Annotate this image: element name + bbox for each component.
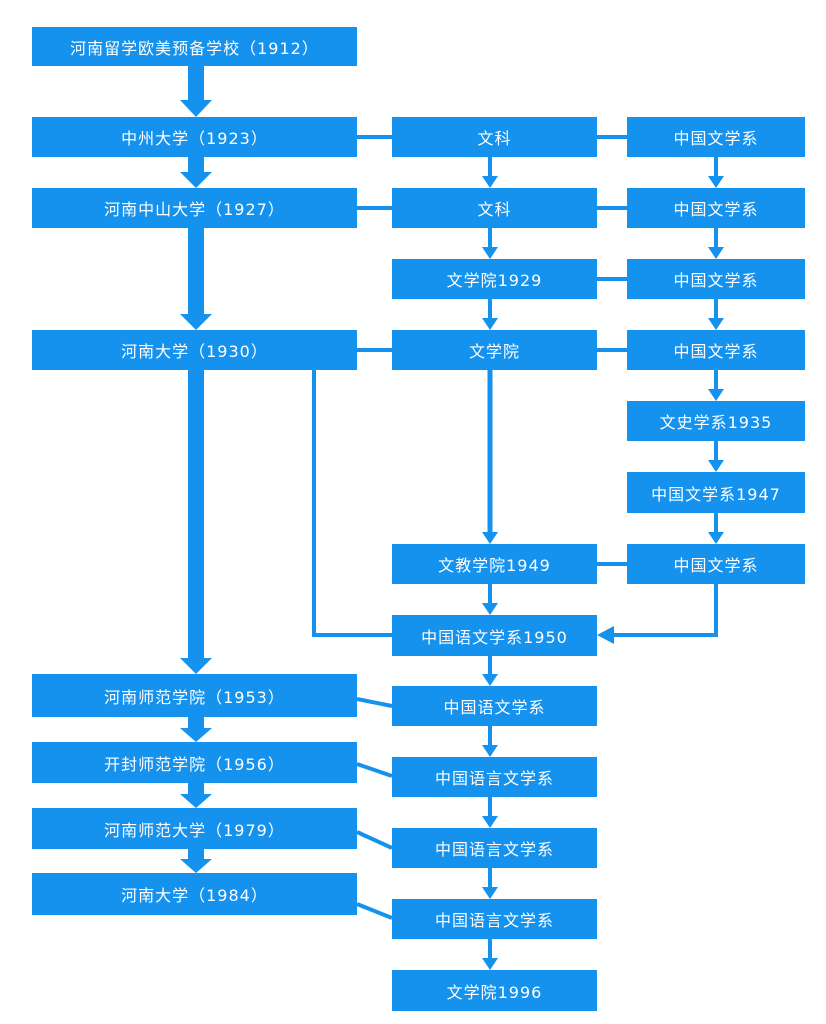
arrowhead-mid-9 [482,887,498,899]
node-1923: 中州大学（1923） [32,117,357,157]
node-1953: 河南师范学院（1953） [32,674,357,717]
node-right-zgwxx-1: 中国文学系 [627,117,805,157]
arrowhead-1923 [180,100,212,117]
arrowhead-mid-5 [482,603,498,615]
node-mid-wenke-2: 文科 [392,188,597,228]
arrowhead-mid-10 [482,958,498,970]
node-right-zgwxx-4: 中国文学系 [627,330,805,370]
arrowhead-1927 [180,172,212,188]
arrowhead-1950-right [597,626,614,644]
arrowhead-mid-8 [482,816,498,828]
node-mid-wenjiaoxueyuan-1949: 文教学院1949 [392,544,597,584]
link-1979-mid [356,830,393,850]
node-1927: 河南中山大学（1927） [32,188,357,228]
arrowhead-right-4 [708,389,724,401]
node-1930: 河南大学（1930） [32,330,357,370]
node-1912: 河南留学欧美预备学校（1912） [32,27,357,66]
node-1956: 开封师范学院（1956） [32,742,357,783]
node-mid-zgywxx: 中国语文学系 [392,686,597,726]
link-1953-mid [356,697,393,708]
arrowhead-right-2 [708,247,724,259]
arrowhead-mid-2 [482,247,498,259]
arrowhead-1956 [180,728,212,742]
arrowhead-1930 [180,314,212,330]
arrowhead-1953 [180,658,212,674]
node-mid-wenxueyuan-1929: 文学院1929 [392,259,597,299]
arrowhead-mid-6 [482,674,498,686]
node-right-zgwxx-3: 中国文学系 [627,259,805,299]
node-mid-zgyywxx-1: 中国语言文学系 [392,757,597,797]
node-mid-zgyywxx-3: 中国语言文学系 [392,899,597,939]
arrowhead-right-5 [708,460,724,472]
arrowhead-mid-1 [482,176,498,188]
link-right-to-1950 [612,584,718,637]
link-1984-mid [356,902,393,920]
node-mid-zgywxx-1950: 中国语文学系1950 [392,615,597,656]
node-mid-wenke-1: 文科 [392,117,597,157]
arrowhead-right-3 [708,318,724,330]
arrowhead-1984 [180,859,212,873]
node-1984: 河南大学（1984） [32,873,357,915]
node-mid-wenxueyuan: 文学院 [392,330,597,370]
arrowhead-mid-4 [482,532,498,544]
node-right-zgwxx-2: 中国文学系 [627,188,805,228]
node-mid-wenxueyuan-1996: 文学院1996 [392,970,597,1011]
node-mid-zgyywxx-2: 中国语言文学系 [392,828,597,868]
arrowhead-mid-7 [482,745,498,757]
arrowhead-1979 [180,794,212,808]
link-1930-to-1950 [312,370,392,637]
link-1956-mid [356,762,393,778]
node-1979: 河南师范大学（1979） [32,808,357,849]
node-right-wenshixuexi-1935: 文史学系1935 [627,401,805,441]
node-right-zgwxx-1947: 中国文学系1947 [627,472,805,513]
arrowhead-right-1 [708,176,724,188]
arrowhead-right-6 [708,532,724,544]
arrowhead-mid-3 [482,318,498,330]
node-right-zgwxx-5: 中国文学系 [627,544,805,584]
